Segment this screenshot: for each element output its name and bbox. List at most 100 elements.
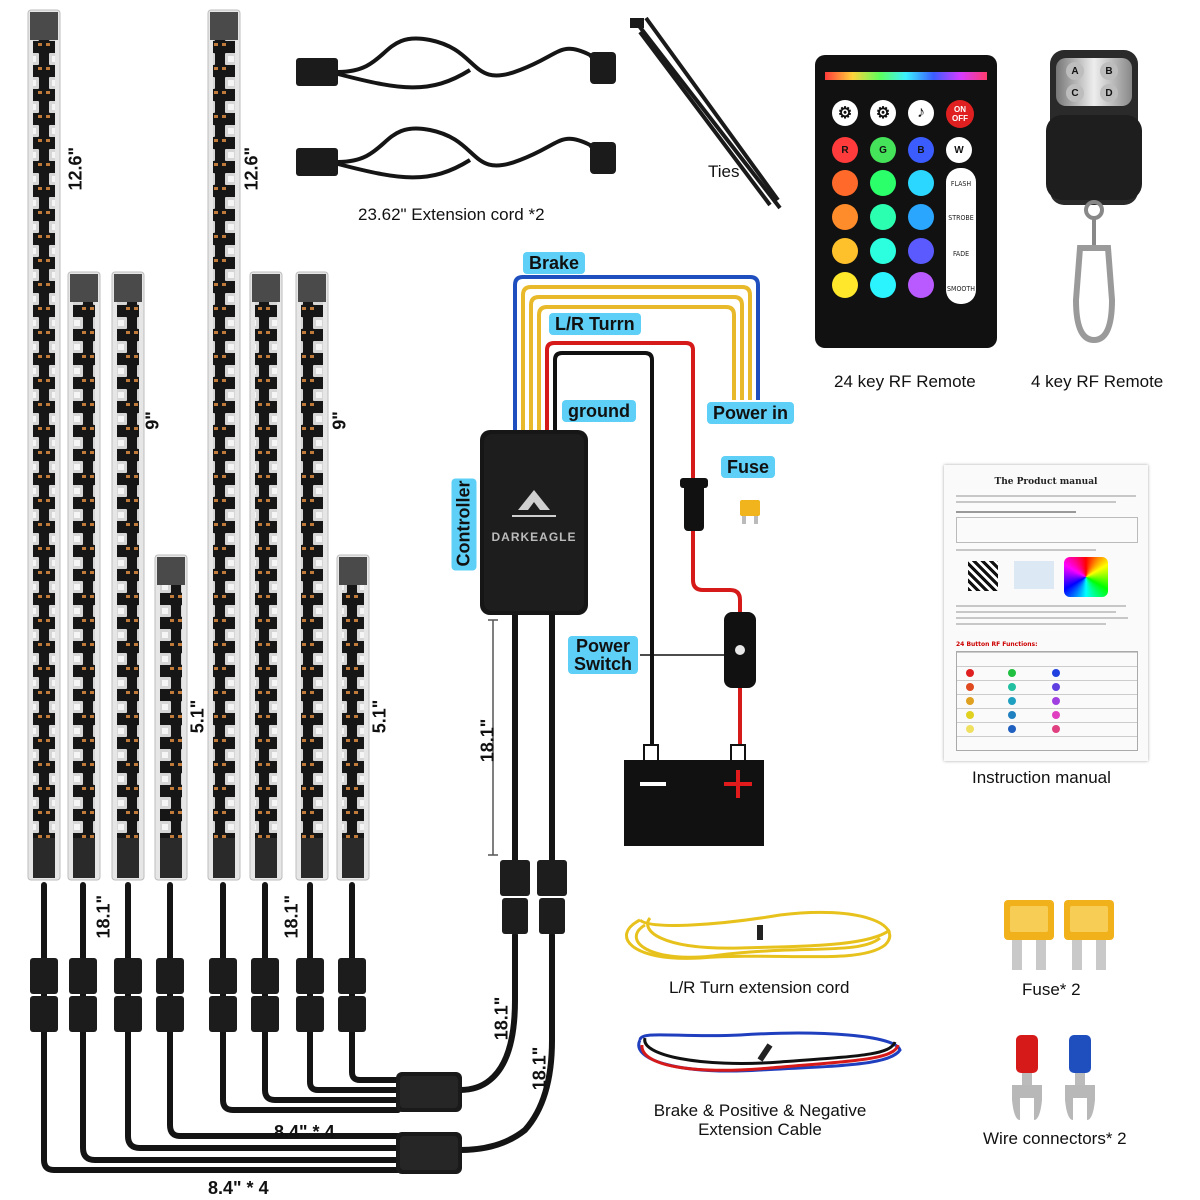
battery (624, 744, 764, 846)
extension-cord-1 (296, 36, 616, 90)
remote-24-color-key (908, 204, 934, 230)
controller-leads (512, 615, 555, 860)
strip-connector (251, 996, 279, 1032)
extension-cord-2 (296, 126, 616, 180)
remote-24-strobe-label: STROBE (948, 214, 974, 222)
fuse-label: Fuse* 2 (1022, 980, 1081, 999)
manual-label: Instruction manual (972, 768, 1111, 787)
splitter-lead-length-1: 18.1" (491, 996, 512, 1041)
strip-connector (209, 958, 237, 994)
tag-brake: Brake (523, 252, 586, 274)
remote-4-b-key: B (1100, 62, 1118, 80)
led-strips (27, 9, 370, 881)
remote-24-color-key (870, 204, 896, 230)
strip-connector (338, 996, 366, 1032)
led-strip-medium-3 (249, 271, 283, 881)
led-strip-long-1 (27, 9, 61, 881)
wiring-diagram (513, 275, 760, 748)
strip-lead-length-2: 18.1" (281, 894, 302, 939)
wire-connectors-label: Wire connectors* 2 (983, 1129, 1127, 1148)
strip-connector (338, 958, 366, 994)
cable-ties (630, 16, 782, 210)
remote-24-smooth-label: SMOOTH (947, 285, 975, 293)
strip-connector (156, 958, 184, 994)
remote-24-color-key (908, 272, 934, 298)
strip-connector (156, 996, 184, 1032)
strip-length-medium-1: 9" (142, 411, 163, 430)
remote-24-flash-label: FLASH (950, 180, 972, 188)
tag-fuse: Fuse (721, 456, 776, 478)
remote-4-label: 4 key RF Remote (1031, 372, 1164, 391)
remote-4-d-key: D (1100, 84, 1118, 102)
remote-24-gear-icon: ⚙ (832, 100, 858, 126)
remote-24-g-key: G (870, 137, 896, 163)
remote-24-mode-column (946, 168, 976, 304)
dimension-controller-lead (488, 619, 498, 856)
tag-power-switch: Power Switch (568, 636, 639, 674)
splitter-lower (396, 1132, 462, 1174)
strip-lead-length-1: 18.1" (93, 894, 114, 939)
strip-length-short-1: 5.1" (187, 699, 208, 734)
strip-connector (69, 996, 97, 1032)
led-strip-medium-4 (295, 271, 329, 881)
tag-power-in: Power in (707, 402, 795, 424)
wire-connector-blue (1065, 1035, 1095, 1120)
power-switch (724, 612, 756, 688)
manual-rf-heading: 24 Button RF Functions: (956, 641, 1038, 648)
manual-title: The Product manual (994, 477, 1098, 487)
remote-24-w-key: W (946, 137, 972, 163)
remote-24-color-key (870, 170, 896, 196)
splitter-lead-length-2: 18.1" (529, 1046, 550, 1091)
remote-4-a-key: A (1066, 62, 1084, 80)
fuse-1 (1004, 900, 1054, 970)
strip-connector (30, 958, 58, 994)
tag-ground: ground (562, 400, 636, 422)
remote-24-color-key (832, 204, 858, 230)
splitter-upper (396, 1072, 462, 1112)
strip-length-medium-2: 9" (329, 411, 350, 430)
strip-length-long-1: 12.6" (65, 146, 86, 191)
instruction-manual-image: The Product manual 24 Button RF Function… (944, 465, 1148, 761)
strip-connectors (30, 958, 366, 1032)
lr-turn-extension-cord (625, 910, 892, 960)
remote-24-music-icon: ♪ (908, 100, 934, 126)
tag-lr-turn: L/R Turrn (549, 313, 641, 335)
fuse-2 (1064, 900, 1114, 970)
strip-connector (296, 958, 324, 994)
led-strip-long-2 (207, 9, 241, 881)
remote-24-color-key (832, 170, 858, 196)
controller-lead-length: 18.1" (477, 718, 498, 763)
strip-connector (251, 958, 279, 994)
controller-connectors (500, 860, 567, 934)
remote-24-on-off-key: ON OFF (946, 100, 974, 128)
controller-box (480, 430, 588, 615)
remote-24-color-key (870, 272, 896, 298)
remote-24-speed-icon: ⚙ (870, 100, 896, 126)
remote-24-b-key: B (908, 137, 934, 163)
strip-connector (296, 996, 324, 1032)
strip-connector (69, 958, 97, 994)
remote-24-r-key: R (832, 137, 858, 163)
inline-fuse-holder (680, 478, 760, 531)
strip-connector (114, 996, 142, 1032)
brake-extension-cable (637, 1031, 902, 1073)
led-strip-short-1 (154, 554, 188, 881)
remote-24-color-key (870, 238, 896, 264)
remote-4-c-key: C (1066, 84, 1084, 102)
splitter-upper-length: 8.4" * 4 (274, 1122, 335, 1142)
lr-turn-cord-label: L/R Turn extension cord (669, 978, 850, 997)
remote-24-color-key (908, 170, 934, 196)
remote-24-color-key (832, 238, 858, 264)
strip-connector (209, 996, 237, 1032)
strip-length-long-2: 12.6" (241, 146, 262, 191)
strip-connector (30, 996, 58, 1032)
led-strip-medium-2 (111, 271, 145, 881)
remote-4-key (1046, 50, 1142, 344)
led-strip-medium-1 (67, 271, 101, 881)
led-strip-short-2 (336, 554, 370, 881)
brake-cable-label: Brake & Positive & Negative Extension Ca… (653, 1101, 867, 1139)
ties-label: Ties (708, 162, 740, 181)
remote-24-color-key (832, 272, 858, 298)
remote-24-fade-label: FADE (952, 250, 970, 258)
